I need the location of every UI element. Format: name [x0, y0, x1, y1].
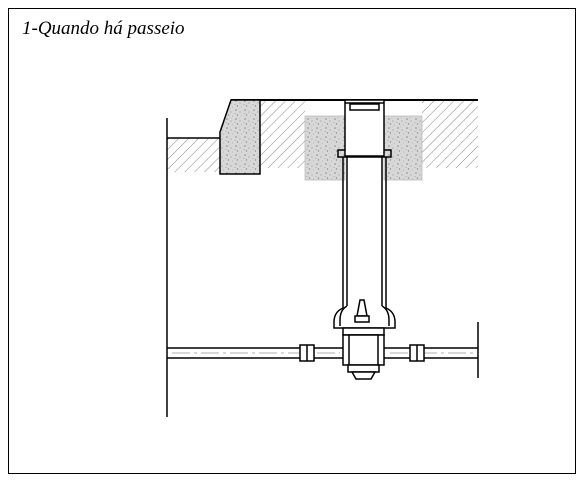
concrete-block-right — [383, 115, 423, 181]
water-main-pipe — [167, 322, 479, 378]
drawing-frame — [8, 8, 576, 474]
pipe-couplings — [299, 344, 425, 362]
hydrant-body — [333, 99, 396, 329]
ground-hatch — [167, 100, 478, 172]
kerb-concrete — [219, 99, 261, 175]
drawing-title: 1-Quando há passeio — [22, 18, 185, 39]
concrete-block-left — [304, 115, 346, 181]
valve-housing — [342, 327, 385, 380]
valve-stem — [354, 299, 370, 323]
